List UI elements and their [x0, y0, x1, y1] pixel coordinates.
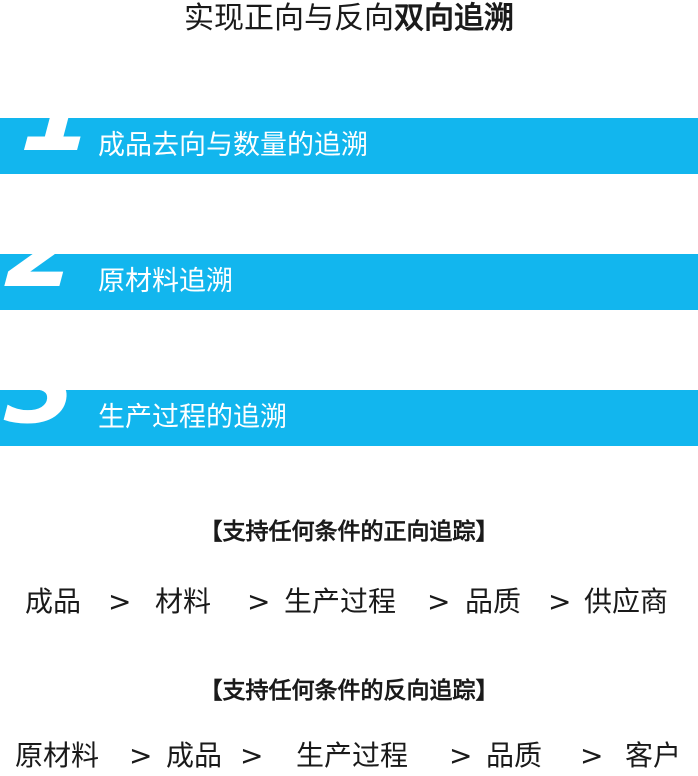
title-bold: 双向追溯	[394, 1, 514, 36]
number-3: 3	[1, 325, 83, 447]
forward-step-4: 品质	[465, 585, 522, 618]
number-2: 2	[1, 189, 83, 311]
band-3-label: 生产过程的追溯	[98, 402, 287, 433]
reverse-step-1: 原材料	[15, 739, 100, 772]
forward-flow: 成品 > 材料 > 生产过程 > 品质 > 供应商	[0, 582, 698, 622]
band-3: 生产过程的追溯	[0, 390, 698, 446]
reverse-step-4: 品质	[486, 739, 543, 772]
title-normal: 实现正向与反向	[184, 1, 394, 36]
forward-separator-1: >	[108, 585, 132, 618]
forward-step-5: 供应商	[584, 585, 669, 618]
reverse-heading: 【支持任何条件的反向追踪】	[199, 678, 499, 704]
forward-step-3: 生产过程	[284, 585, 397, 618]
band-1: 成品去向与数量的追溯	[0, 118, 698, 174]
reverse-separator-2: >	[240, 739, 264, 772]
page-title: 实现正向与反向双向追溯	[0, 0, 698, 40]
forward-heading: 【支持任何条件的正向追踪】	[199, 519, 499, 545]
reverse-separator-3: >	[449, 739, 473, 772]
forward-separator-2: >	[247, 585, 271, 618]
reverse-step-3: 生产过程	[296, 739, 409, 772]
forward-separator-4: >	[548, 585, 572, 618]
reverse-step-2: 成品	[166, 739, 223, 772]
number-1: 1	[17, 53, 99, 175]
band-2-label: 原材料追溯	[98, 266, 233, 297]
band-2: 原材料追溯	[0, 254, 698, 310]
forward-step-1: 成品	[25, 585, 82, 618]
band-1-label: 成品去向与数量的追溯	[98, 130, 368, 161]
forward-separator-3: >	[427, 585, 451, 618]
reverse-separator-1: >	[129, 739, 153, 772]
reverse-separator-4: >	[580, 739, 604, 772]
reverse-step-5: 客户	[625, 739, 682, 772]
forward-step-2: 材料	[155, 585, 212, 618]
reverse-flow: 原材料 > 成品 > 生产过程 > 品质 > 客户	[0, 736, 698, 776]
